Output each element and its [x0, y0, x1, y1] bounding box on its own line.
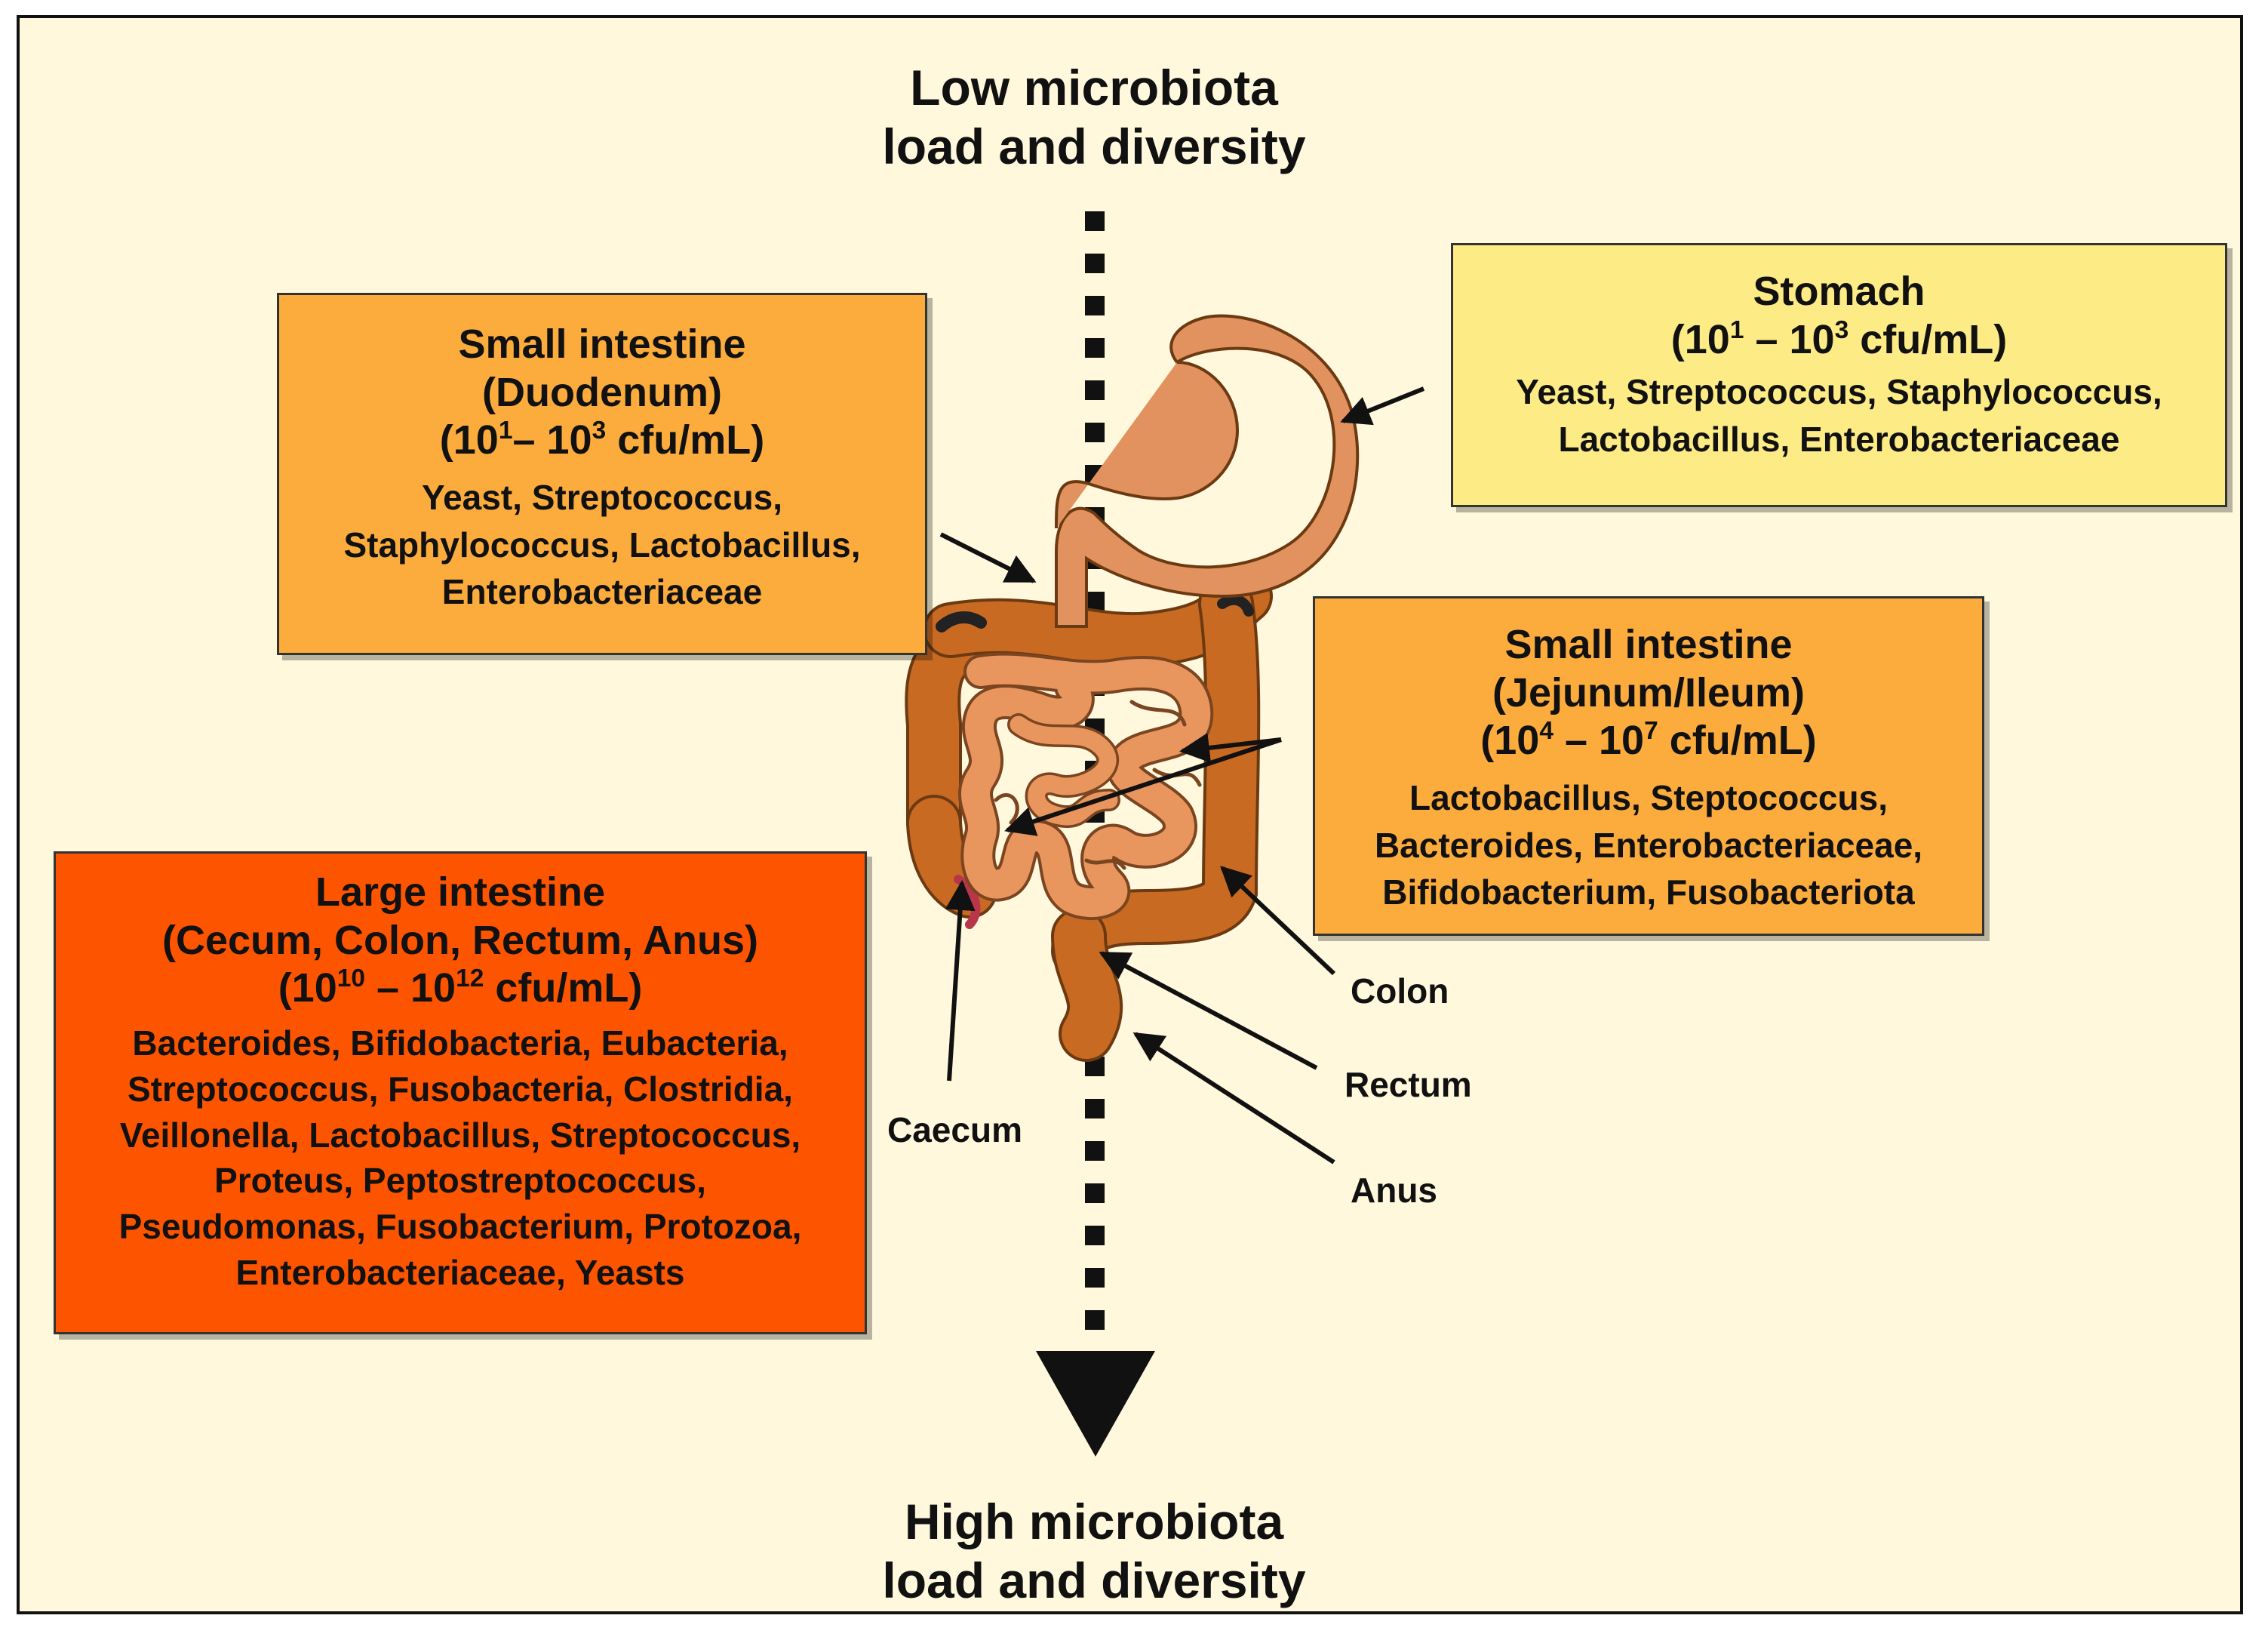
jejunum-organisms: Lactobacillus, Steptococcus, Bacteroides… [1374, 778, 1923, 912]
duodenum-arrow [939, 532, 1037, 583]
rectum-arrow [1099, 951, 1318, 1070]
stomach-load: (101 – 103 cfu/mL) [1670, 315, 2008, 362]
anus-label: Anus [1351, 1171, 1437, 1210]
stomach-arrow [1340, 386, 1425, 426]
duodenum-load: (101– 103 cfu/mL) [439, 417, 765, 463]
large-organisms: Bacteroides, Bifidobacteria, Eubacteria,… [118, 1023, 802, 1292]
small-intestine-shape [958, 652, 1214, 921]
colon-shape [905, 568, 1273, 1062]
bottom-title-line-1: High microbiota [904, 1494, 1284, 1549]
duodenum-title-2: (Duodenum) [482, 369, 722, 415]
colon-label: Colon [1351, 971, 1449, 1011]
duodenum-box: Small intestine (Duodenum) (101– 103 cfu… [277, 293, 927, 655]
jejunum-title-2: (Jejunum/Ileum) [1492, 669, 1805, 715]
duodenum-organisms: Yeast, Streptococcus, Staphylococcus, La… [343, 478, 861, 612]
caecum-arrow [945, 880, 976, 1082]
jejunum-title-1: Small intestine [1504, 622, 1793, 667]
colon-arrow [1220, 866, 1336, 976]
jejunum-arrow-upper [1179, 733, 1282, 763]
large-title-1: Large intestine [315, 869, 606, 915]
bottom-title-line-2: load and diversity [882, 1552, 1306, 1608]
stomach-organisms: Yeast, Streptococcus, Staphylococcus, La… [1516, 372, 2162, 459]
top-title-line-2: load and diversity [882, 118, 1306, 174]
duodenum-title-1: Small intestine [458, 322, 746, 367]
large-load: (1010 – 1012 cfu/mL) [278, 965, 643, 1011]
stomach-shape [1055, 314, 1360, 628]
large-title-2: (Cecum, Colon, Rectum, Anus) [161, 917, 759, 963]
anus-arrow [1132, 1032, 1335, 1165]
jejunum-load: (104 – 107 cfu/mL) [1480, 717, 1817, 764]
jejunum-box: Small intestine (Jejunum/Ileum) (104 – 1… [1313, 596, 1984, 936]
top-title-line-1: Low microbiota [910, 60, 1278, 115]
pointer-arrows [939, 386, 1425, 1165]
large-intestine-box: Large intestine (Cecum, Colon, Rectum, A… [54, 851, 867, 1334]
caecum-label: Caecum [887, 1110, 1022, 1149]
top-title: Low microbiota load and diversity [792, 59, 1396, 177]
rectum-label: Rectum [1345, 1065, 1472, 1104]
gradient-arrowhead [1036, 1351, 1155, 1457]
jejunum-arrow-lower [1004, 737, 1282, 836]
stomach-box: Stomach (101 – 103 cfu/mL) Yeast, Strept… [1451, 243, 2227, 507]
bottom-title: High microbiota load and diversity [792, 1493, 1396, 1611]
stomach-title: Stomach [1753, 269, 1925, 314]
